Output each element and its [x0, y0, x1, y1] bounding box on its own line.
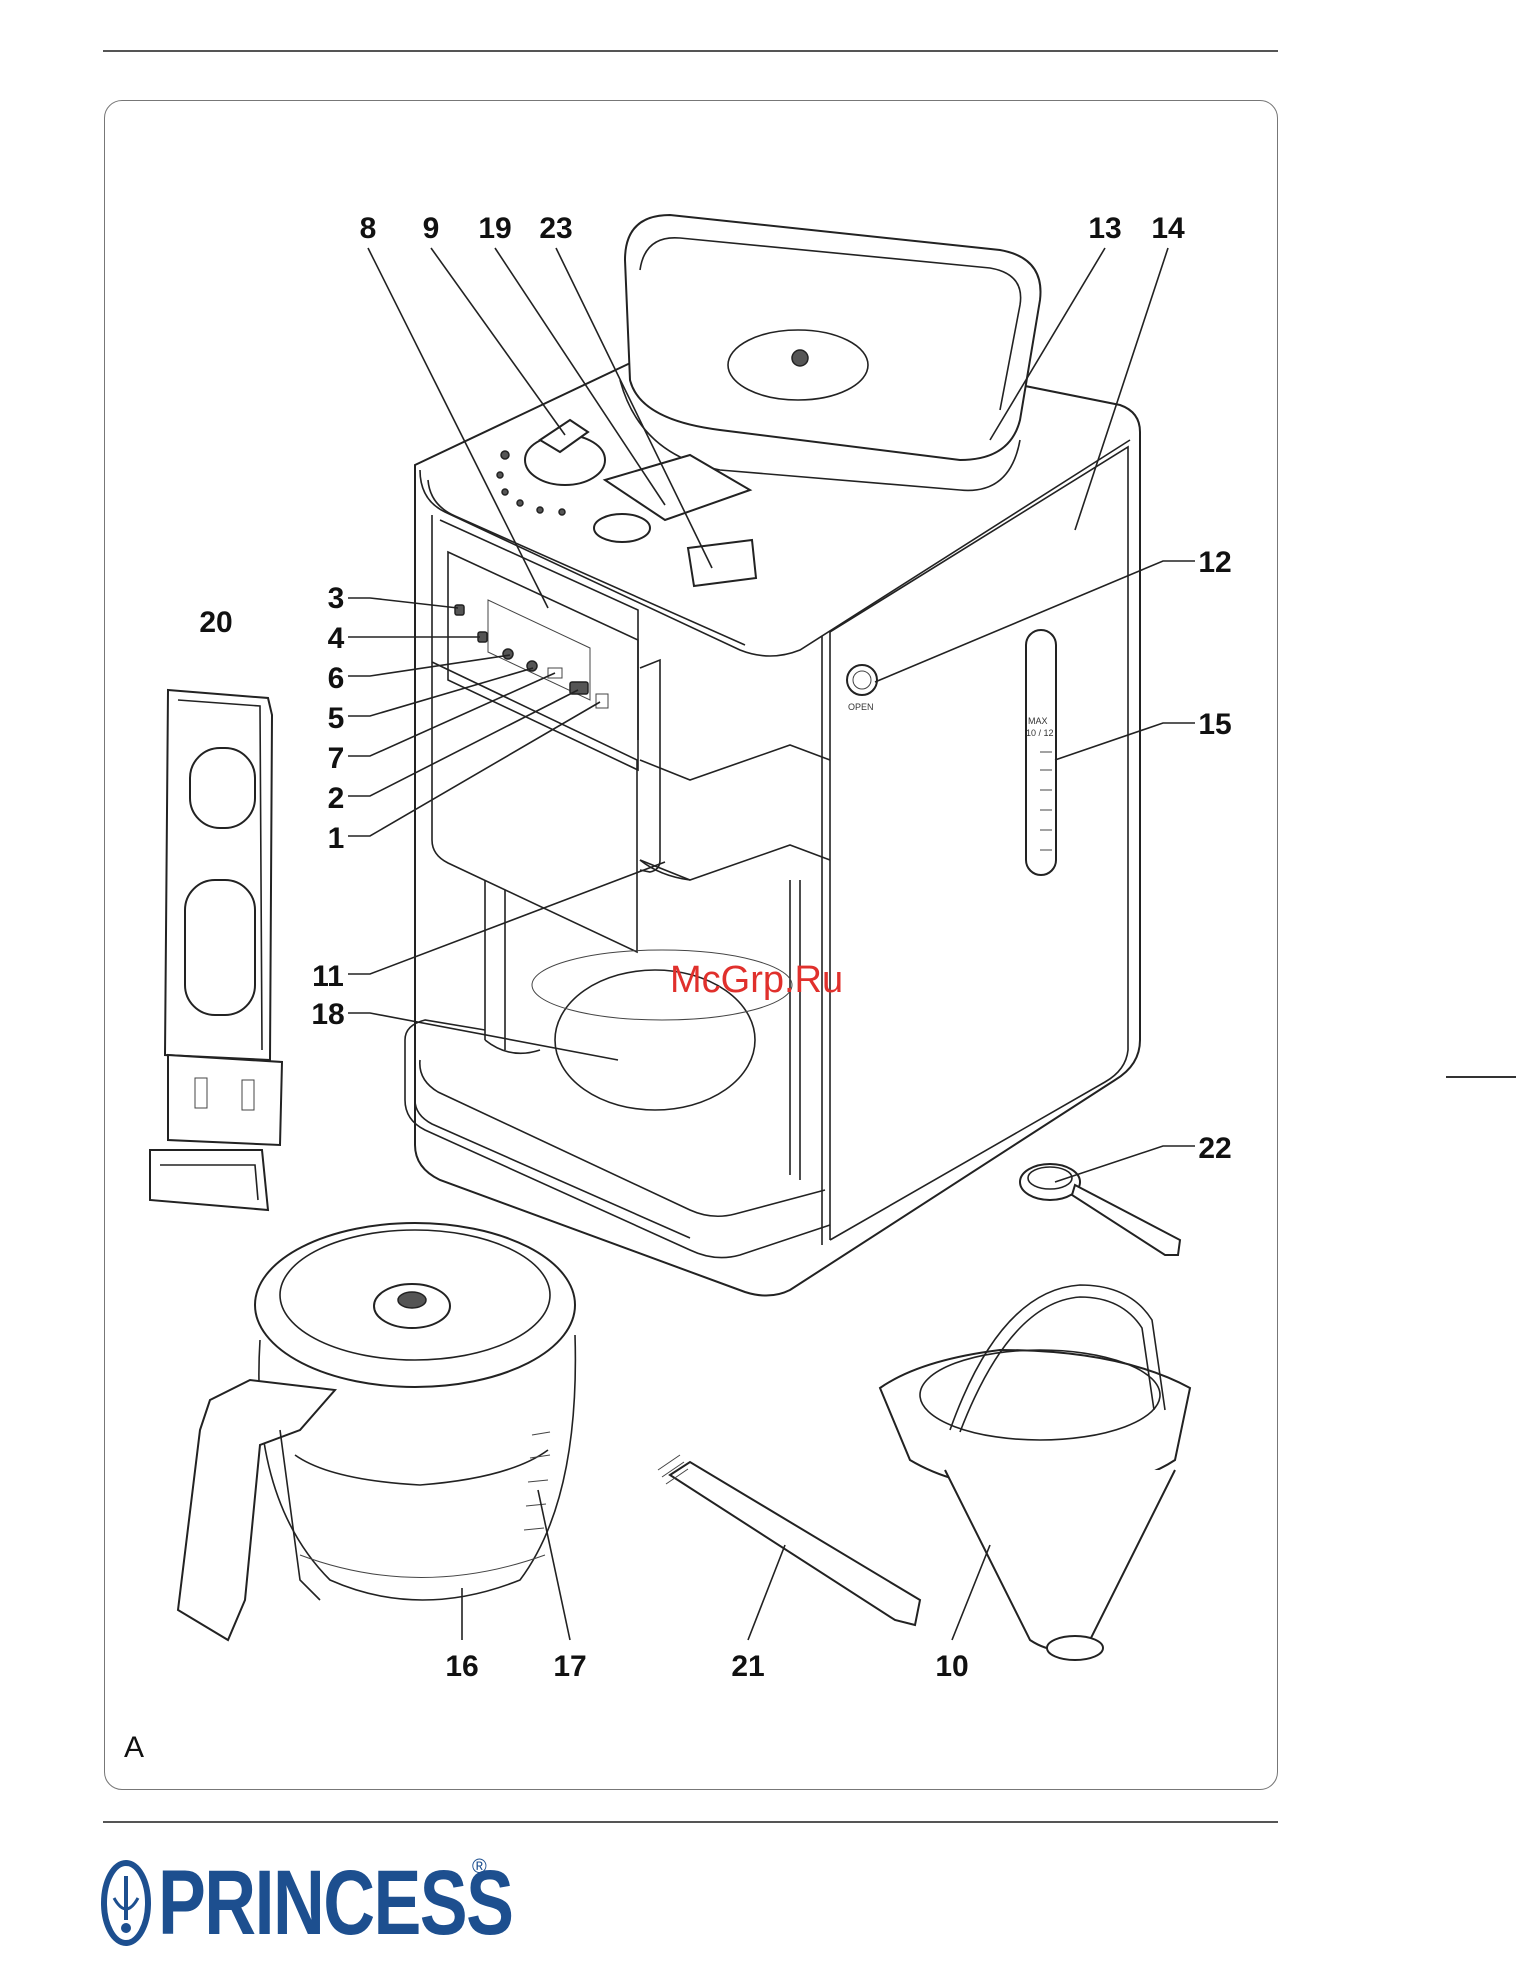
callout-8: 8	[360, 212, 377, 245]
callout-10: 10	[935, 1650, 968, 1683]
coffee-maker-housing: OPEN MAX 10 / 12	[405, 326, 1140, 1296]
callout-21: 21	[731, 1650, 764, 1683]
footer-rule	[103, 1821, 1278, 1823]
callout-3: 3	[328, 582, 345, 615]
figure-label: A	[124, 1731, 144, 1764]
max-mark-label: MAX	[1028, 716, 1048, 726]
carafe	[178, 1223, 575, 1640]
measuring-spoon	[1020, 1164, 1180, 1255]
open-button-label: OPEN	[848, 702, 874, 712]
callout-9: 9	[423, 212, 440, 245]
callout-23: 23	[539, 212, 572, 245]
registered-mark: ®	[472, 1856, 487, 1879]
callout-18: 18	[311, 998, 344, 1031]
brand-name: PRINCESS	[158, 1851, 512, 1956]
cleaning-brush	[658, 1455, 920, 1625]
callout-2: 2	[328, 782, 345, 815]
watermark: McGrp.Ru	[670, 959, 843, 1001]
princess-logo: PRINCESS ®	[100, 1848, 612, 1958]
callout-1: 1	[328, 822, 345, 855]
callout-16: 16	[445, 1650, 478, 1683]
callout-11: 11	[312, 960, 344, 993]
callout-12: 12	[1198, 546, 1231, 579]
princess-emblem-icon	[100, 1858, 152, 1948]
callout-5: 5	[328, 702, 345, 735]
filter-basket	[880, 1285, 1190, 1660]
callout-13: 13	[1088, 212, 1121, 245]
callout-20: 20	[199, 606, 232, 639]
callout-22: 22	[1198, 1132, 1231, 1165]
callout-15: 15	[1198, 708, 1231, 741]
callout-6: 6	[328, 662, 345, 695]
callout-19: 19	[478, 212, 511, 245]
callout-17: 17	[553, 1650, 586, 1683]
callout-14: 14	[1151, 212, 1185, 245]
callout-7: 7	[328, 742, 345, 775]
max-value-label: 10 / 12	[1026, 728, 1054, 738]
callout-4: 4	[328, 622, 345, 655]
part-20-insert	[150, 690, 282, 1210]
